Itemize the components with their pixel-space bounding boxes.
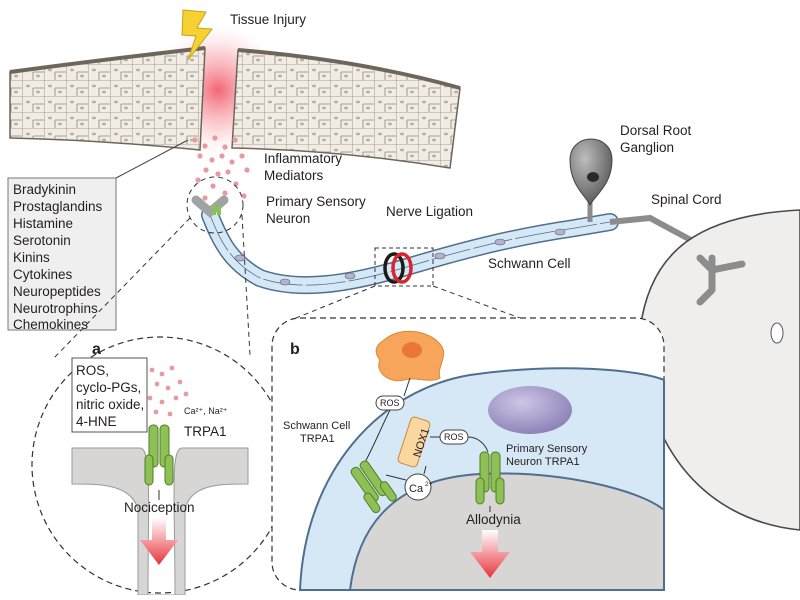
sensory-terminal-a [71, 447, 249, 596]
label-inflammatory: Inflammatory [264, 151, 342, 166]
mediator-item: Chemokines [13, 317, 88, 332]
mediator-item: Kinins [13, 250, 50, 265]
panel-b-letter: b [290, 341, 300, 358]
psn-trpa1-label: Primary Sensory [506, 443, 588, 455]
mediator-item: Prostaglandins [13, 199, 103, 214]
mediator-dots [192, 135, 250, 201]
stimulus-item: cyclo-PGs, [76, 380, 141, 395]
skin-left [9, 47, 206, 151]
nox1-box [397, 416, 431, 468]
tissue-layer [9, 20, 461, 169]
panel-a-letter: a [92, 341, 101, 358]
allodynia-label: Allodynia [466, 512, 521, 527]
ca-superscript: 2+ [425, 481, 433, 488]
mediator-item: Histamine [13, 216, 73, 231]
red-arrow-a [140, 518, 178, 565]
ros-dots-a [147, 365, 189, 417]
ros-mid-label: ROS [444, 432, 464, 442]
trpa1-label-a: TRPA1 [184, 424, 227, 439]
label-neuron: Neuron [266, 211, 310, 226]
psn-trpa1-label-2: Neuron TRPA1 [506, 456, 580, 468]
ca-label: Ca [409, 483, 424, 495]
schwann-nucleus [488, 386, 572, 434]
stimuli-box [71, 357, 148, 433]
label-ganglion: Ganglion [620, 140, 674, 155]
spinal-cord [639, 209, 800, 531]
mediator-item: Serotonin [13, 233, 71, 248]
nerve-fiber [191, 138, 713, 295]
stimulus-item: ROS, [76, 363, 109, 378]
label-dorsal-root: Dorsal Root [620, 123, 692, 138]
label-mediators: Mediators [264, 168, 324, 183]
label-nerve-ligation: Nerve Ligation [386, 204, 473, 219]
mediator-item: Neuropeptides [13, 284, 101, 299]
stimulus-item: nitric oxide, [76, 397, 144, 412]
ions-label: Ca²⁺, Na²⁺ [184, 406, 228, 416]
label-tissue-injury: Tissue Injury [230, 12, 306, 27]
mediator-list: Bradykinin Prostaglandins Histamine Sero… [13, 182, 103, 332]
label-primary-sensory: Primary Sensory [266, 194, 366, 209]
nociception-label: Nociception [124, 500, 195, 515]
lightning-icon [181, 9, 213, 61]
drg-body [569, 138, 613, 207]
panel-a [31, 336, 289, 596]
schwann-trpa1-label-2: TRPA1 [300, 433, 335, 445]
red-arrow-b [470, 530, 510, 578]
trpa1-channel-neuron [475, 451, 505, 505]
mediator-item: Cytokines [13, 267, 73, 282]
mediator-item: Bradykinin [13, 182, 76, 197]
panel-b [271, 317, 665, 591]
ros-top-label: ROS [380, 398, 400, 408]
schwann-trpa1-label: Schwann Cell [283, 420, 350, 432]
trpa1-channel-schwann [350, 460, 397, 514]
label-schwann-cell: Schwann Cell [488, 256, 571, 271]
label-spinal-cord: Spinal Cord [651, 192, 722, 207]
ligation-zoom-box [374, 247, 434, 287]
nerve-ligation-knot [383, 252, 413, 284]
stimulus-item: 4-HNE [76, 414, 117, 429]
trpa1-channel-a [144, 424, 174, 486]
zoom-lines [51, 176, 521, 361]
mediator-item: Neurotrophins [13, 301, 98, 316]
ca-bubble [404, 473, 432, 501]
mediator-list-box [7, 177, 117, 331]
